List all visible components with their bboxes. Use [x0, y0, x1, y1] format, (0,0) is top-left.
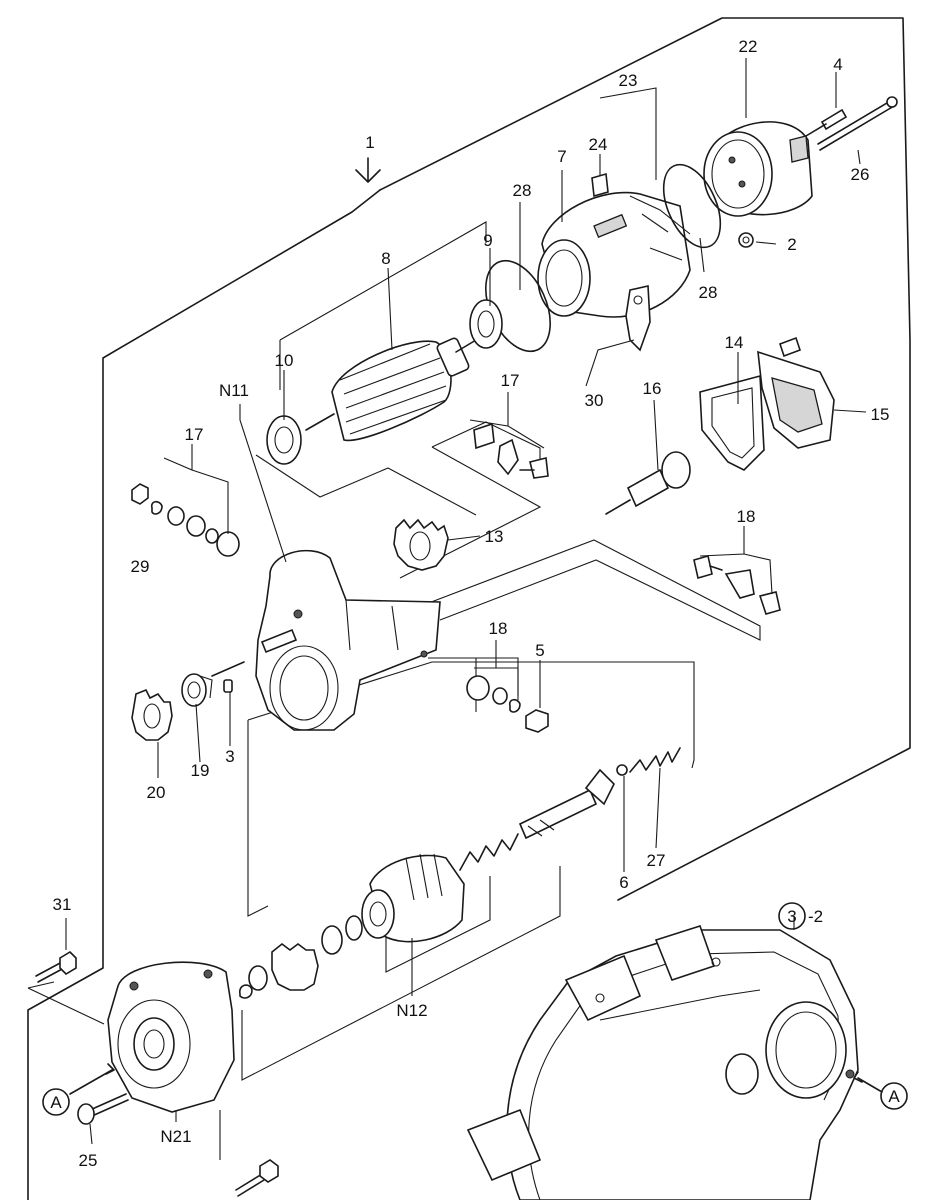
ref-3-2-suffix: -2 [808, 907, 823, 926]
label-24: 24 [589, 135, 608, 154]
assembly-boundary [27, 189, 381, 1200]
label-n21: N21 [160, 1127, 191, 1146]
part-1-leader [355, 157, 381, 183]
pin [223, 679, 233, 693]
yoke [537, 191, 691, 318]
label-1: 1 [365, 133, 374, 152]
pinion-shaft [211, 628, 298, 677]
n21-frame [27, 981, 105, 1025]
bracket-bolt-bottom [235, 1159, 279, 1197]
cover-screw [805, 108, 848, 137]
clutch-pinion [361, 853, 465, 943]
washer-set-left [131, 483, 240, 557]
plate-frame [425, 539, 761, 641]
armature-frame [255, 221, 487, 516]
bushing [181, 673, 213, 707]
ref-a-arrow-right-head [853, 1071, 863, 1083]
drive-frame [247, 661, 695, 917]
label-9: 9 [483, 231, 492, 250]
end-cover [703, 121, 813, 217]
label-4: 4 [833, 55, 842, 74]
label-16: 16 [643, 379, 662, 398]
ref-a-arrow-left-head [105, 1063, 115, 1075]
label-17-washers: 17 [185, 425, 204, 444]
n21-leaders [175, 1110, 221, 1160]
label-n11: N11 [219, 381, 249, 400]
label-26: 26 [851, 165, 870, 184]
ref-a-left-label: A [50, 1093, 62, 1112]
label-20: 20 [147, 783, 166, 802]
yoke-o-ring-rear [662, 163, 722, 249]
label-n12: N12 [396, 1001, 427, 1020]
label-2: 2 [787, 235, 796, 254]
drive-shaft [518, 764, 628, 840]
label-22: 22 [739, 37, 758, 56]
bracket-bolt-left [77, 1093, 129, 1125]
ref-3-2-circle [778, 902, 806, 930]
label-18-terminal: 18 [737, 507, 756, 526]
label-18-nut: 18 [489, 619, 508, 638]
label-31: 31 [53, 895, 72, 914]
flywheel-housing [466, 925, 859, 1200]
assembly-boundary-right [379, 17, 911, 901]
through-bolt [817, 96, 898, 151]
terminal-nut-set [466, 675, 549, 733]
brush-holder-clip [591, 172, 609, 198]
label-13: 13 [485, 527, 504, 546]
ref-a-right-circle [880, 1082, 908, 1110]
label-19: 19 [191, 761, 210, 780]
plunger [605, 451, 691, 515]
label-29: 29 [131, 557, 150, 576]
label-5: 5 [535, 641, 544, 660]
armature [305, 337, 477, 442]
label-3: 3 [225, 747, 234, 766]
label-7: 7 [557, 147, 566, 166]
pinion-ring [239, 965, 268, 999]
front-bracket [107, 961, 235, 1113]
label-8: 8 [381, 249, 390, 268]
label-15: 15 [871, 405, 890, 424]
lever [625, 285, 651, 352]
clutch-frame [241, 866, 561, 1081]
n12-frame [385, 876, 491, 973]
idler-gear [393, 518, 449, 571]
ref-a-arrow-left [69, 1069, 113, 1095]
ref-3-2-number: 3 [787, 907, 796, 926]
bearing-rear [469, 299, 503, 349]
ref-a-right-label: A [888, 1087, 900, 1106]
label-17-brush: 17 [501, 371, 520, 390]
label-30: 30 [585, 391, 604, 410]
clutch-spring [459, 833, 519, 871]
bracket-bolt-top [35, 950, 77, 983]
inspection-cover [757, 336, 835, 449]
label-28-rear: 28 [699, 283, 718, 302]
front-housing [255, 549, 441, 731]
return-spring [629, 747, 681, 773]
label-27: 27 [647, 851, 666, 870]
terminal-parts [693, 554, 781, 615]
label-10: 10 [275, 351, 294, 370]
cover-nut [738, 232, 754, 248]
label-25: 25 [79, 1151, 98, 1170]
label-28-front: 28 [513, 181, 532, 200]
cover-gasket [699, 374, 765, 471]
label-6: 6 [619, 873, 628, 892]
label-14: 14 [725, 333, 744, 352]
label-leaders [65, 58, 867, 1145]
brush-plate-parts [473, 422, 549, 479]
ref-a-left-circle [42, 1088, 70, 1116]
bearing-front [266, 415, 302, 465]
stop-ring-set [321, 915, 363, 955]
label-23: 23 [619, 71, 638, 90]
drive-gear [131, 688, 173, 741]
ref-a-arrow-right [857, 1077, 883, 1093]
pinion-gear [271, 942, 319, 991]
